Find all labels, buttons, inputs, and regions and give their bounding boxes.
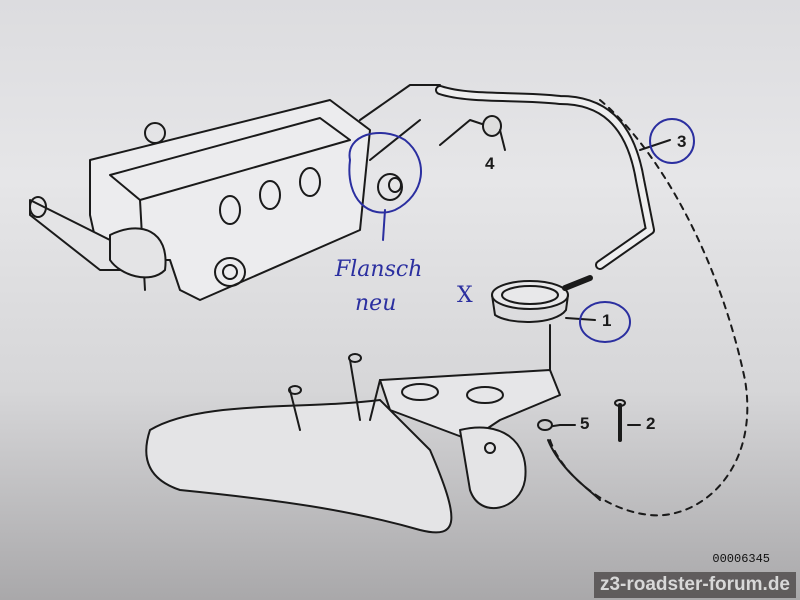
callout-3: 3 — [677, 132, 687, 151]
intake-manifold — [145, 353, 641, 534]
handwriting-flansch: Flansch — [335, 257, 423, 282]
callout-1: 1 — [602, 311, 612, 330]
pen-annotations — [348, 118, 695, 343]
callout-5: 5 — [580, 414, 590, 433]
callout-4: 4 — [485, 154, 495, 173]
part-4-grommet — [482, 115, 506, 151]
part-number: 00006345 — [712, 552, 770, 566]
handwriting-neu: neu — [355, 291, 397, 316]
hose — [435, 85, 749, 517]
part-1-flange — [491, 275, 596, 371]
callout-2: 2 — [646, 414, 656, 433]
watermark: z3-roadster-forum.de — [593, 572, 796, 598]
handwriting-x-mark: X — [457, 283, 473, 308]
cylinder-head — [29, 99, 403, 301]
